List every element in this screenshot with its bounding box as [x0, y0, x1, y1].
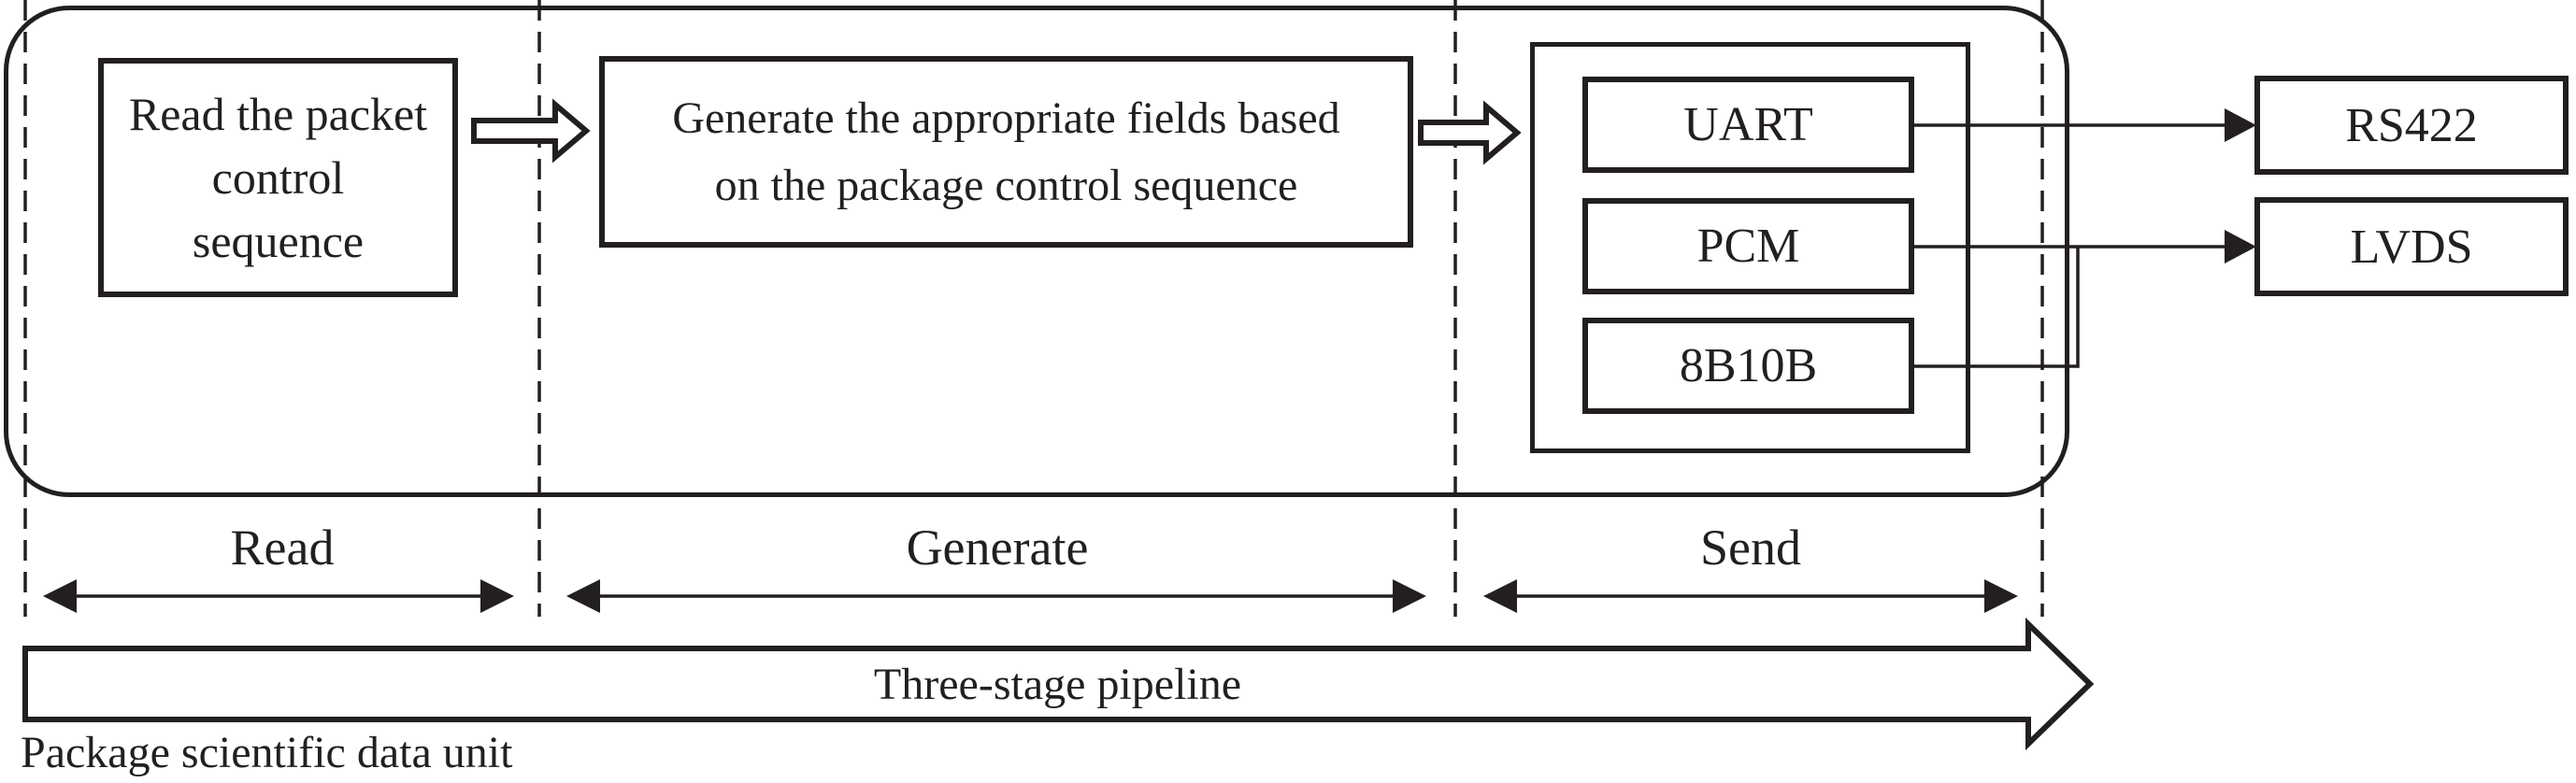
- stage-label-generate-text: Generate: [906, 520, 1089, 576]
- read-span-double-arrow: [43, 579, 514, 613]
- uart-to-rs422-arrowhead-icon: [2225, 108, 2256, 142]
- pcm-module-box: PCM: [1582, 198, 1914, 294]
- pcm-to-lvds-arrowhead-icon: [2225, 230, 2256, 263]
- pipeline-arrow-label-text: Three-stage pipeline: [873, 659, 1242, 709]
- stage1-read-box: Read the packet control sequence: [98, 58, 458, 297]
- send-span-left-arrowhead-icon: [1483, 579, 1517, 613]
- generate-span-right-arrowhead-icon: [1393, 579, 1426, 613]
- lvds-output-box: LVDS: [2254, 197, 2569, 296]
- 8b10b-module-label: 8B10B: [1679, 339, 1818, 392]
- rs422-output-label: RS422: [2345, 98, 2478, 152]
- uart-module-label: UART: [1683, 98, 1813, 151]
- lvds-output-label: LVDS: [2350, 220, 2473, 274]
- diagram-caption: Package scientific data unit: [21, 728, 512, 778]
- read-span-left-arrowhead-icon: [43, 579, 77, 613]
- stage-label-generate: Generate: [539, 520, 1455, 576]
- pcm-module-label: PCM: [1696, 220, 1800, 273]
- stage2-generate-box: Generate the appropriate fields based on…: [599, 56, 1413, 248]
- read-span-right-arrowhead-icon: [480, 579, 514, 613]
- generate-span-left-arrowhead-icon: [566, 579, 600, 613]
- generate-span-double-arrow: [566, 579, 1426, 613]
- stage-label-read-text: Read: [230, 520, 335, 576]
- send-span-right-arrowhead-icon: [1984, 579, 2018, 613]
- stage1-read-box-label: Read the packet control sequence: [128, 88, 428, 267]
- uart-module-box: UART: [1582, 77, 1914, 173]
- pipeline-arrow-label: Three-stage pipeline: [25, 657, 2090, 711]
- rs422-output-box: RS422: [2254, 76, 2569, 175]
- stage-label-read: Read: [25, 520, 539, 576]
- stage2-generate-box-label: Generate the appropriate fields based on…: [672, 93, 1340, 210]
- stage-label-send-text: Send: [1700, 520, 1801, 576]
- send-span-double-arrow: [1483, 579, 2018, 613]
- stage-label-send: Send: [1455, 520, 2046, 576]
- diagram-caption-text: Package scientific data unit: [21, 728, 513, 777]
- 8b10b-module-box: 8B10B: [1582, 318, 1914, 414]
